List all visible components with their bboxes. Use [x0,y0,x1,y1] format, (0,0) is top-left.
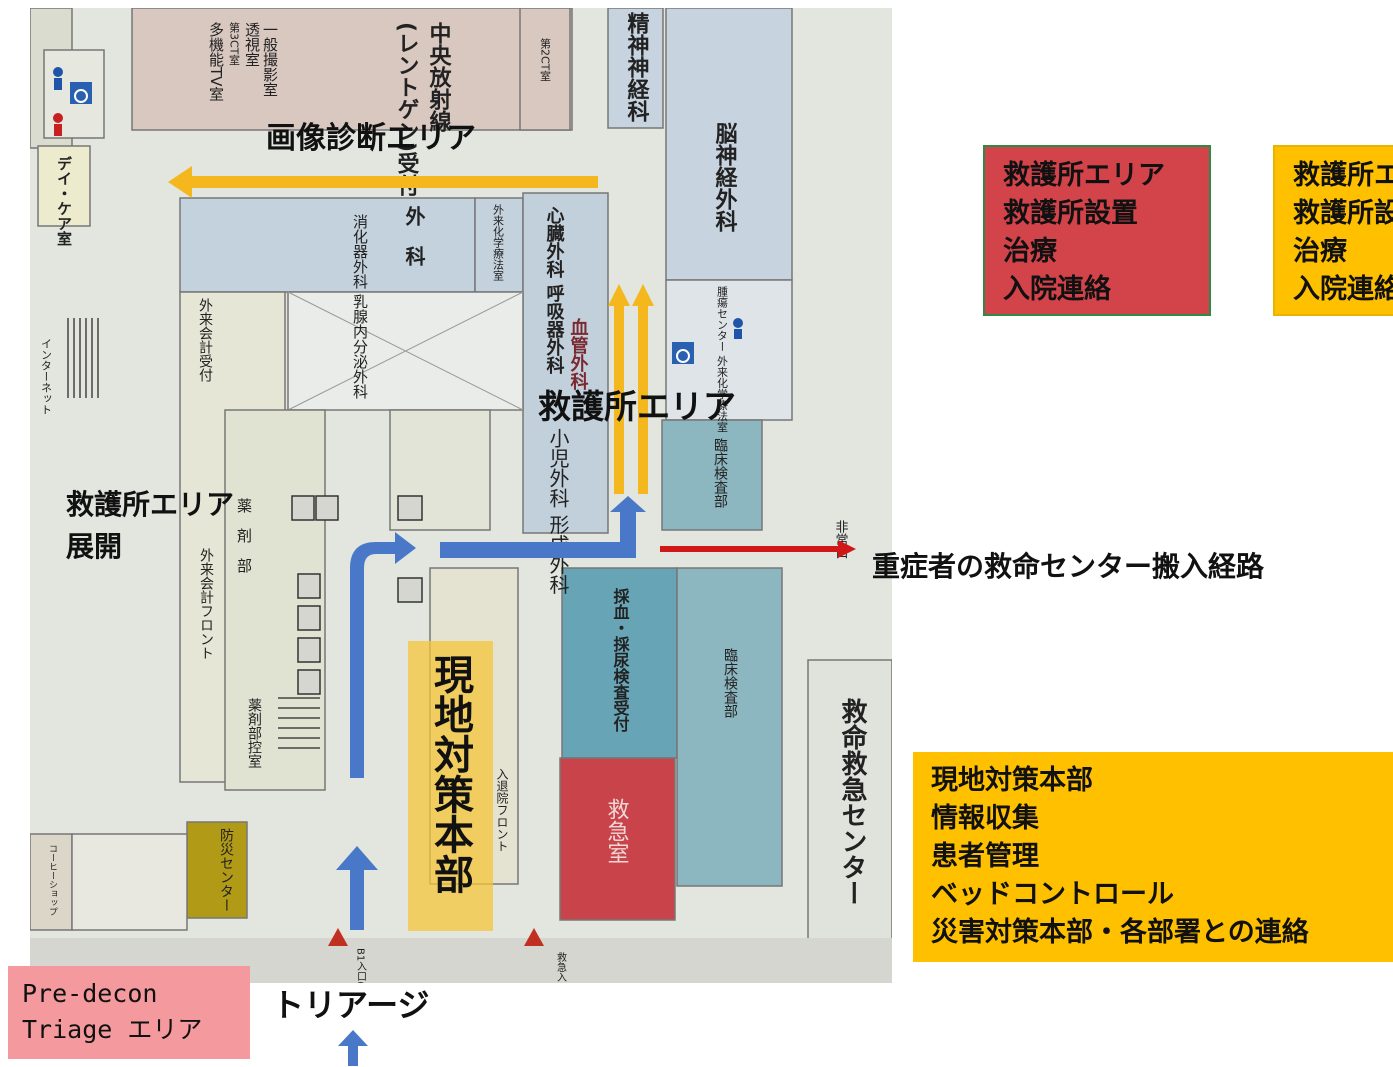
map-xray-reception: (レントゲン)受付 [394,22,420,197]
predecon-box: Pre-decon Triage エリア [8,966,250,1059]
aid-area-center-label: 救護所エリア [538,387,736,426]
aid-area-left-label-2: 展開 [66,530,122,563]
red-box-line-1: 救護所エリア [1003,160,1165,191]
map-psych-room [607,8,664,129]
map-vascular: 血管外科 [568,317,589,391]
orange-arrow-left [168,166,598,198]
map-ct2-room [519,8,571,131]
map-chemo-room [474,197,524,293]
map-neuro-room [665,8,793,281]
map-general-imaging: 一般撮影室 [261,22,279,97]
wheelchair-icon [70,82,694,364]
stairs-icon [67,318,99,398]
red-route-arrow [660,540,856,558]
map-neurosurgery: 脳神経外科 [712,122,738,232]
map-disaster-center: 防災センター [218,828,234,912]
map-surgery-sub: 消化器外科 乳腺内分泌外科 [351,214,369,399]
yellow-box-line-4: 入院連絡 [1293,274,1393,305]
hq-box: 現地対策本部 情報収集 患者管理 ベッドコントロール 災害対策本部・各部署との連… [913,752,1393,962]
hq-line-5: 災害対策本部・各部署との連絡 [931,917,1309,948]
predecon-line-2: Triage エリア [22,1015,203,1044]
map-coffee-shop: コーヒーショップ [47,844,57,916]
map-clinical-lab-bottom [676,567,783,887]
map-fluoroscopy: 透視室 [243,22,261,67]
triage-arrow-up [338,1030,368,1066]
yellow-box-line-1: 救護所エ [1293,160,1393,191]
map-blood-collection: 採血・採尿検査受付 [611,587,630,733]
aid-area-yellow-box: 救護所エ 救護所設 治療 入院連絡 [1273,145,1393,316]
map-surgery-room [179,197,476,293]
red-box-line-4: 入院連絡 [1003,274,1111,305]
map-clinical-lab-top: 臨床検査部 [712,438,728,508]
map-pharmacy-room [224,409,326,791]
red-box-line-2: 救護所設置 [1003,198,1138,229]
map-b1-entrance: B1入口(南棟外来入口) [355,948,367,983]
map-coffee-shop [30,833,73,931]
aid-area-red-box: 救護所エリア 救護所設置 治療 入院連絡 [983,145,1211,316]
map-pharmacy-office: 薬剤部控室 [246,698,262,768]
elevator-icon [291,495,423,695]
map-tumor-center: 腫瘍センター 外来化学療法室 [716,285,729,433]
hq-highlight [408,641,493,931]
map-emergency-room: 救急室 [604,798,630,864]
map-cardio: 心臓外科 呼吸器外科 [544,206,566,375]
map-emergency-entrance: 救急入口 [555,951,567,983]
triage-label: トリアージ [272,986,430,1024]
map-payment-front: 外来会計フロント [198,548,214,660]
hq-line-1: 現地対策本部 [931,765,1093,796]
map-chemo: 外来化学療法室 [492,204,505,281]
red-box-line-3: 治療 [1003,236,1057,267]
map-psychiatry: 精神神経科 [624,11,650,122]
entrance-triangle-icon [328,928,544,946]
map-admission-front: 入退院フロント [495,768,509,852]
map-day-care: デイ・ケア室 [55,155,73,246]
yellow-box-line-3: 治療 [1293,236,1347,267]
imaging-area-label: 画像診断エリア [266,121,476,156]
hq-line-3: 患者管理 [931,841,1039,872]
map-emergency-center: 救命救急センター [837,698,867,906]
map-daycare-room [37,145,91,227]
map-bottom-corridor [71,833,188,931]
map-disaster-center [186,821,248,919]
blue-route-arrow [336,496,646,930]
map-ct3: 第3CT室 [228,21,241,66]
map-blood-room [561,567,678,759]
hq-line-4: ベッドコントロール [931,879,1174,910]
restroom-icon [53,67,743,339]
orange-arrow-up [608,284,654,494]
map-internet: インターネット [40,338,53,415]
map-multipurpose-tv: 多機能TV室 [207,22,225,102]
map-pharmacy: 薬 剤 部 [235,498,253,573]
predecon-line-1: Pre-decon [22,979,158,1008]
map-ct2: 第2CT室 [539,37,552,82]
map-surgery: 外 科 [402,205,426,266]
hq-line-2: 情報収集 [931,803,1039,834]
map-clinical-lab-top [661,419,763,531]
map-clinical-lab-bottom: 臨床検査部 [722,648,738,718]
map-emergency-room [559,757,676,921]
yellow-box-line-2: 救護所設 [1293,198,1393,229]
floor-map: 中央放射線 (レントゲン)受付 一般撮影室 透視室 第3CT室 多機能TV室 第… [30,8,892,983]
map-pediatric: 小児外科 形成外科 [546,428,570,595]
aid-area-left-label-1: 救護所エリア [66,488,234,521]
stairs-icon [278,697,320,749]
map-central-radiology: 中央放射線 [426,22,453,132]
map-payment-reception: 外来会計受付 [197,298,213,383]
route-label: 重症者の救命センター搬入経路 [872,550,1265,583]
map-emergency-center [807,659,892,943]
hq-vertical-label: 現地対策本部 [427,654,474,894]
map-cardio-room [522,192,609,534]
map-radiology-block [131,8,573,131]
